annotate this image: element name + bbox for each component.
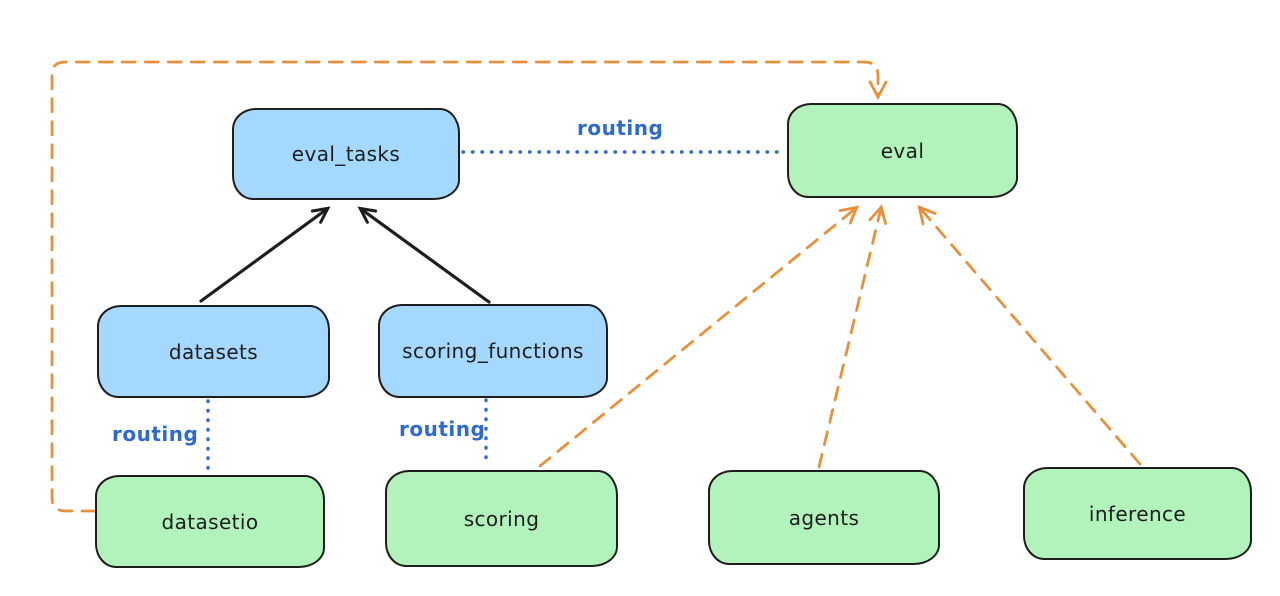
edge-agents-to-eval (817, 204, 887, 469)
node-datasetio-label: datasetio (161, 509, 259, 534)
node-eval[interactable]: eval (787, 103, 1018, 198)
node-agents[interactable]: agents (708, 470, 940, 565)
node-scoring-functions-label: scoring_functions (402, 339, 584, 363)
node-agents-label: agents (788, 505, 860, 530)
node-inference-label: inference (1088, 501, 1187, 526)
node-scoring[interactable]: scoring (385, 470, 618, 567)
node-eval-label: eval (880, 138, 925, 163)
edge-scoring-functions-to-eval-tasks (357, 206, 491, 304)
node-datasets-label: datasets (168, 339, 259, 364)
node-eval-tasks[interactable]: eval_tasks (232, 108, 460, 200)
node-scoring-functions[interactable]: scoring_functions (378, 304, 608, 398)
node-datasets[interactable]: datasets (97, 305, 330, 398)
edge-datasets-to-eval-tasks (199, 206, 331, 303)
node-inference[interactable]: inference (1023, 467, 1252, 560)
edge-label-routing-eval-tasks-eval: routing (577, 116, 664, 140)
node-scoring-label: scoring (463, 506, 540, 531)
edge-label-routing-scoring-functions-scoring: routing (399, 417, 486, 441)
edge-inference-to-eval (917, 204, 1142, 466)
node-eval-tasks-label: eval_tasks (291, 142, 401, 166)
node-datasetio[interactable]: datasetio (95, 475, 325, 568)
edge-label-routing-datasets-datasetio: routing (112, 422, 199, 446)
